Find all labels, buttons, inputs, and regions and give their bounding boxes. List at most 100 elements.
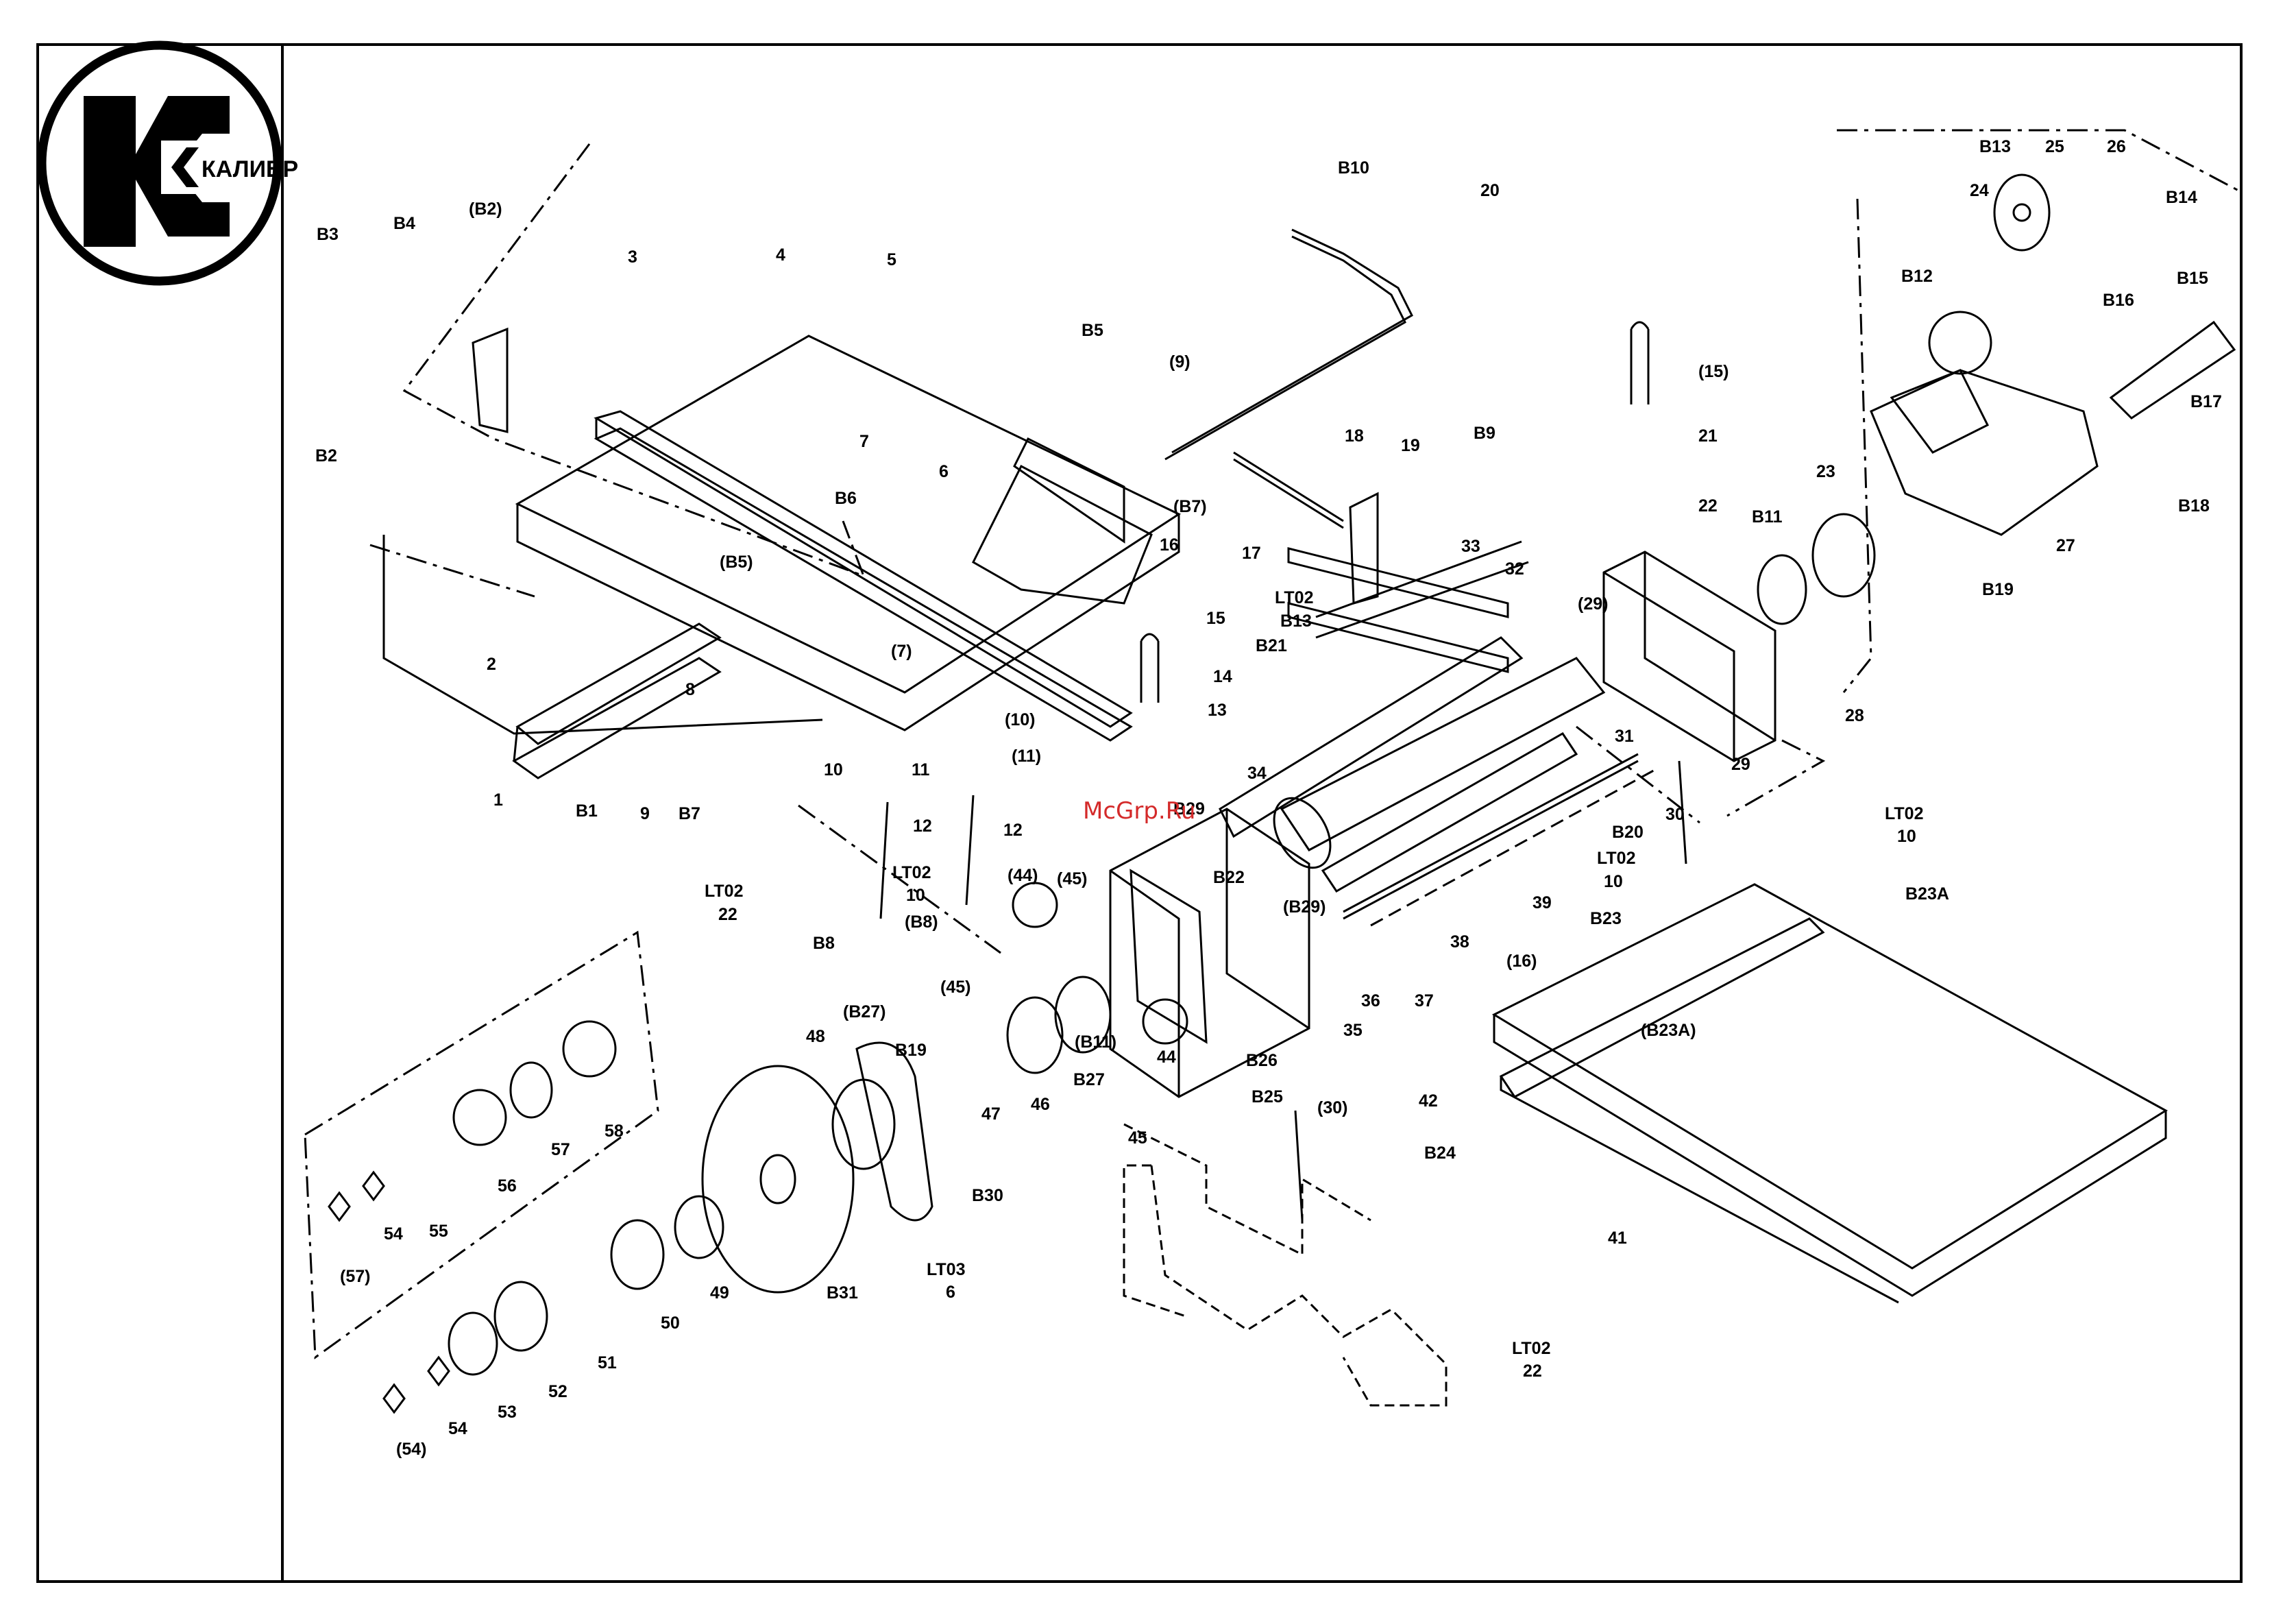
- label-b4: B4: [393, 214, 415, 233]
- label-b22: B22: [1213, 868, 1245, 887]
- watermark: McGrp.Ru: [1083, 797, 1195, 825]
- label-b14: B14: [2166, 188, 2197, 207]
- label-44-paren: (44): [1007, 866, 1038, 885]
- label-b29-paren: (B29): [1283, 897, 1326, 917]
- label-13: 13: [1208, 701, 1227, 720]
- label-30-paren: (30): [1317, 1098, 1347, 1117]
- label-24: 24: [1970, 181, 1989, 200]
- label-b21: B21: [1256, 636, 1287, 655]
- label-20: 20: [1480, 181, 1500, 200]
- label-lt02-b: LT02: [1597, 849, 1636, 868]
- label-b26: B26: [1246, 1051, 1278, 1070]
- label-37: 37: [1415, 991, 1434, 1010]
- label-10-e: 10: [1897, 827, 1916, 846]
- label-45-paren: (45): [1057, 869, 1087, 888]
- label-1: 1: [493, 790, 503, 810]
- label-22: 22: [1698, 496, 1718, 516]
- label-b3: B3: [317, 225, 339, 244]
- label-b6: B6: [835, 489, 857, 508]
- label-b13: B13: [1979, 137, 2011, 156]
- label-39: 39: [1532, 893, 1552, 912]
- label-12-b: 12: [1003, 821, 1023, 840]
- label-b31: B31: [827, 1283, 858, 1303]
- label-b16: B16: [2103, 291, 2134, 310]
- label-11: 11: [912, 760, 930, 779]
- label-21: 21: [1698, 426, 1718, 446]
- label-5: 5: [887, 250, 896, 269]
- label-16-paren: (16): [1506, 952, 1537, 971]
- label-b8-paren: (B8): [905, 912, 938, 932]
- label-16: 16: [1160, 535, 1179, 555]
- label-51: 51: [598, 1353, 617, 1372]
- label-10: 10: [824, 760, 843, 779]
- label-b23: B23: [1590, 909, 1622, 928]
- label-57-paren: (57): [340, 1267, 370, 1286]
- label-b18: B18: [2178, 496, 2210, 516]
- label-lt02-f: LT02: [1512, 1339, 1551, 1358]
- label-36: 36: [1361, 991, 1380, 1010]
- label-15-paren: (15): [1698, 362, 1729, 381]
- callout-labels: B10 20 B13 25 26 24 B14 B15 B12 B16 B17 …: [315, 137, 2222, 1459]
- label-8: 8: [685, 680, 695, 699]
- label-14: 14: [1213, 667, 1232, 686]
- label-b23a-paren: (B23A): [1641, 1021, 1696, 1040]
- label-29-paren: (29): [1578, 594, 1608, 614]
- label-33: 33: [1461, 537, 1480, 556]
- label-b27: B27: [1073, 1070, 1105, 1089]
- label-18: 18: [1345, 426, 1364, 446]
- label-b30: B30: [972, 1186, 1003, 1205]
- label-28: 28: [1845, 706, 1864, 725]
- label-b1: B1: [576, 801, 598, 821]
- label-9: 9: [640, 804, 650, 823]
- label-b15: B15: [2177, 269, 2208, 288]
- label-b12: B12: [1901, 267, 1933, 286]
- label-6: 6: [939, 462, 949, 481]
- label-19: 19: [1401, 436, 1420, 455]
- label-54-paren: (54): [396, 1440, 426, 1459]
- label-22-d: 22: [718, 905, 737, 924]
- label-b10: B10: [1338, 158, 1369, 178]
- label-b19-right: B19: [1982, 580, 2014, 599]
- label-23: 23: [1816, 462, 1835, 481]
- label-58: 58: [604, 1122, 624, 1141]
- label-44: 44: [1157, 1048, 1176, 1067]
- label-b27-paren: (B27): [843, 1002, 886, 1021]
- page-border: [36, 43, 2243, 1583]
- label-lt02-c: LT02: [892, 863, 931, 882]
- label-56: 56: [498, 1176, 517, 1196]
- label-b19: B19: [895, 1041, 927, 1060]
- label-b2-paren: (B2): [469, 199, 502, 219]
- label-29: 29: [1731, 755, 1750, 774]
- label-26: 26: [2107, 137, 2126, 156]
- drawing-lines: [304, 129, 2242, 1414]
- label-57: 57: [551, 1140, 570, 1159]
- label-31: 31: [1615, 727, 1634, 746]
- label-b17: B17: [2190, 392, 2222, 411]
- label-b29: B29: [1173, 799, 1205, 819]
- label-b8: B8: [813, 934, 835, 953]
- label-b25: B25: [1251, 1087, 1283, 1106]
- label-32: 32: [1505, 559, 1524, 579]
- label-7: 7: [859, 432, 869, 451]
- label-10-c: 10: [906, 886, 925, 905]
- label-55: 55: [429, 1222, 448, 1241]
- label-6-b: 6: [946, 1283, 955, 1302]
- label-b7: B7: [679, 804, 700, 823]
- label-11-paren: (11): [1012, 747, 1041, 766]
- label-54: 54: [384, 1224, 403, 1244]
- label-30: 30: [1665, 805, 1685, 824]
- label-45-paren-b: (45): [940, 978, 970, 997]
- label-b20: B20: [1612, 823, 1644, 842]
- label-50: 50: [661, 1314, 680, 1333]
- label-52: 52: [548, 1382, 567, 1401]
- label-47: 47: [981, 1104, 1001, 1124]
- label-17: 17: [1242, 544, 1261, 563]
- label-b23a: B23A: [1905, 884, 1949, 904]
- brand-logo: КАЛИБР: [37, 40, 298, 286]
- label-lt02-upper: LT02: [1275, 588, 1314, 607]
- label-35: 35: [1343, 1021, 1363, 1040]
- logo-text: КАЛИБР: [201, 156, 298, 182]
- label-b9: B9: [1474, 424, 1495, 443]
- label-49: 49: [710, 1283, 729, 1303]
